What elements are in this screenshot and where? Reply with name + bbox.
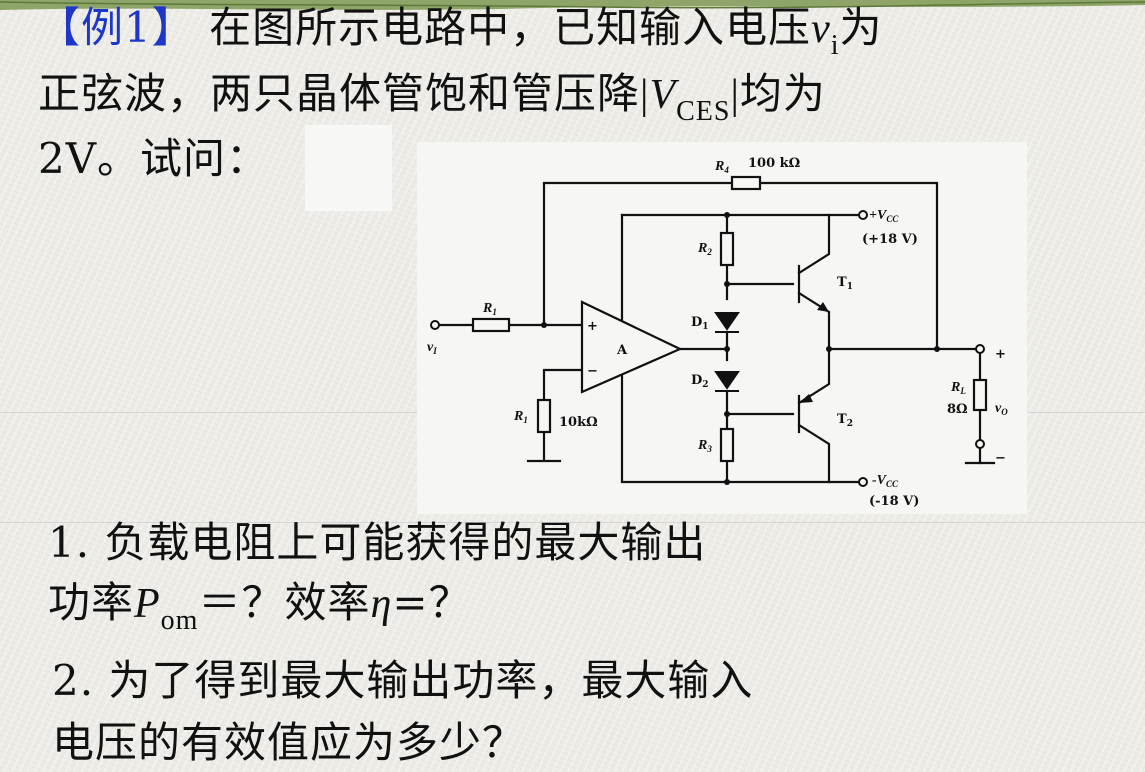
opamp-label: A <box>616 343 628 358</box>
vcc-neg-value: (-18 V) <box>869 494 919 509</box>
top-ribbon-decoration <box>0 0 1145 10</box>
vi-label: vI <box>427 340 437 356</box>
problem-line-2: 正弦波，两只晶体管饱和管压降|VCES|均为 <box>38 69 826 127</box>
r4-label: R4 <box>714 159 729 175</box>
rl-label: RL <box>950 380 966 396</box>
vcc-pos-label: +VCC <box>869 208 899 224</box>
question-1-line-2: 功率Pom＝？效率η=？ <box>48 578 472 636</box>
output-plus: + <box>995 347 1006 362</box>
t1-label: T1 <box>837 275 853 292</box>
d1-label: D1 <box>691 315 709 332</box>
circuit-svg: R4 100 kΩ +VCC (+18 V) -VCC (-18 V) R2 R… <box>427 156 1008 509</box>
vcc-neg-label: -VCC <box>872 473 899 489</box>
opamp-minus: − <box>587 364 598 379</box>
rl-value: 8Ω <box>947 402 968 417</box>
output-minus: − <box>995 451 1006 466</box>
question-2-line-1: 2. 为了得到最大输出功率，最大输入 <box>52 656 754 705</box>
d2-label: D2 <box>691 373 709 390</box>
question-1-line-1: 1. 负载电阻上可能获得的最大输出 <box>48 518 707 567</box>
vcc-pos-value: (+18 V) <box>862 232 918 247</box>
r2-label: R2 <box>697 241 712 257</box>
r1-bottom-value: 10kΩ <box>559 415 598 430</box>
circuit-diagram: R4 100 kΩ +VCC (+18 V) -VCC (-18 V) R2 R… <box>417 142 1027 514</box>
problem-line-3: 2V。试问： <box>38 134 270 183</box>
opamp-plus: + <box>587 319 598 334</box>
divider-line <box>0 522 1145 523</box>
r1-label: R1 <box>482 301 497 317</box>
r1-bottom-label: R1 <box>513 409 528 425</box>
question-2-line-2: 电压的有效值应为多少？ <box>52 718 526 767</box>
r3-label: R3 <box>697 438 712 454</box>
blank-box <box>305 125 392 211</box>
example-tag: 【例1】 <box>38 3 195 52</box>
r4-value: 100 kΩ <box>748 156 800 171</box>
t2-label: T2 <box>837 412 853 429</box>
vo-label: vO <box>995 401 1008 417</box>
problem-line-1: 【例1】 在图所示电路中，已知输入电压vi为 <box>38 3 883 61</box>
